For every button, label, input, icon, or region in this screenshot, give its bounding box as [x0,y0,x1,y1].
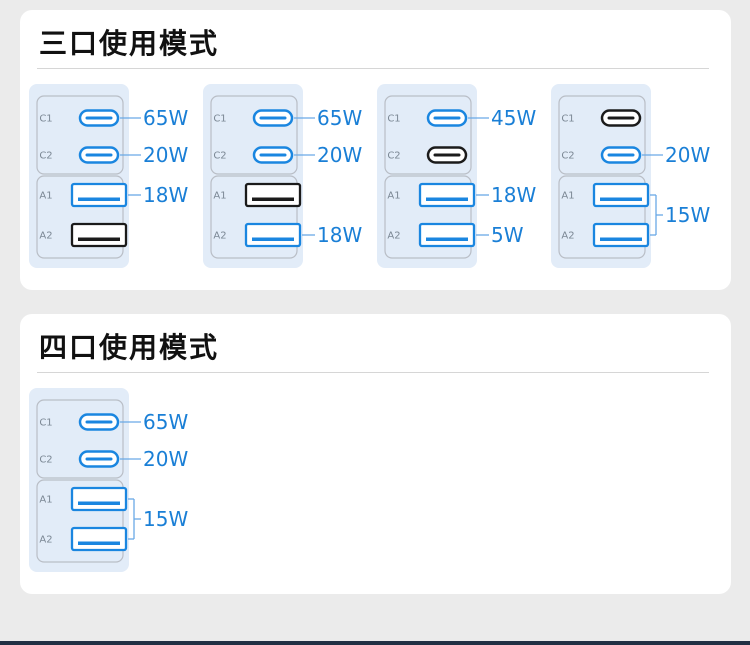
usb-a-port-group [210,175,298,259]
usb-a-port-group [36,175,124,259]
three-port-mode-title: 三口使用模式 [39,27,220,60]
usb-a-port-icon [244,222,302,248]
port-label-a1: A1 [39,495,52,506]
port-label-c1: C1 [39,418,52,429]
port-label-a2: A2 [561,231,574,242]
port-label-c2: C2 [39,151,52,162]
usb-c-port-icon [78,450,120,468]
power-output-label: 65W [143,106,188,130]
usb-a-port-icon [592,182,650,208]
four-port-mode-title: 四口使用模式 [39,331,220,364]
port-label-c1: C1 [39,114,52,125]
usb-a-port-group [36,479,124,563]
port-label-a1: A1 [213,191,226,202]
usb-c-port-icon [426,109,468,127]
usb-a-port-icon [418,182,476,208]
usb-c-port-icon [252,109,294,127]
power-output-label: 65W [143,410,188,434]
usb-a-port-icon [592,222,650,248]
power-output-label: 20W [665,143,710,167]
usb-c-port-group [36,399,124,479]
port-label-c2: C2 [213,151,226,162]
usb-c-port-icon [252,146,294,164]
usb-a-port-group [384,175,472,259]
usb-a-port-icon [244,182,302,208]
usb-c-port-group [384,95,472,175]
power-output-label: 15W [143,507,188,531]
port-label-c2: C2 [39,455,52,466]
power-output-label: 5W [491,223,524,247]
power-output-label: 20W [317,143,362,167]
port-label-a2: A2 [387,231,400,242]
usb-c-port-icon [600,109,642,127]
usb-a-port-group [558,175,646,259]
usb-c-port-group [210,95,298,175]
power-output-label: 45W [491,106,536,130]
port-label-c1: C1 [561,114,574,125]
power-output-label: 18W [143,183,188,207]
usb-a-port-icon [70,486,128,512]
power-output-label: 20W [143,447,188,471]
title-divider [37,372,709,373]
power-output-label: 15W [665,203,710,227]
usb-c-port-icon [78,146,120,164]
power-output-label: 18W [317,223,362,247]
port-label-c1: C1 [387,114,400,125]
power-lead-line [650,194,663,236]
port-label-a1: A1 [39,191,52,202]
port-label-c1: C1 [213,114,226,125]
power-output-label: 65W [317,106,362,130]
usb-a-port-icon [418,222,476,248]
port-label-c2: C2 [387,151,400,162]
port-label-c2: C2 [561,151,574,162]
usb-a-port-icon [70,222,128,248]
usb-c-port-icon [600,146,642,164]
three-port-mode-diagrams: C1C2A1A265W20W18WC1C2A1A265W20W18WC1C2A1… [29,84,710,268]
bottom-bar [0,641,750,645]
usb-c-port-icon [426,146,468,164]
port-label-a2: A2 [39,535,52,546]
usb-c-port-group [558,95,646,175]
usb-a-port-icon [70,182,128,208]
port-label-a2: A2 [39,231,52,242]
usb-c-port-icon [78,109,120,127]
power-output-label: 20W [143,143,188,167]
title-divider [37,68,709,69]
port-label-a1: A1 [561,191,574,202]
port-label-a1: A1 [387,191,400,202]
usb-c-port-group [36,95,124,175]
port-label-a2: A2 [213,231,226,242]
power-output-label: 18W [491,183,536,207]
usb-a-port-icon [70,526,128,552]
usb-c-port-icon [78,413,120,431]
power-lead-line [128,498,141,540]
